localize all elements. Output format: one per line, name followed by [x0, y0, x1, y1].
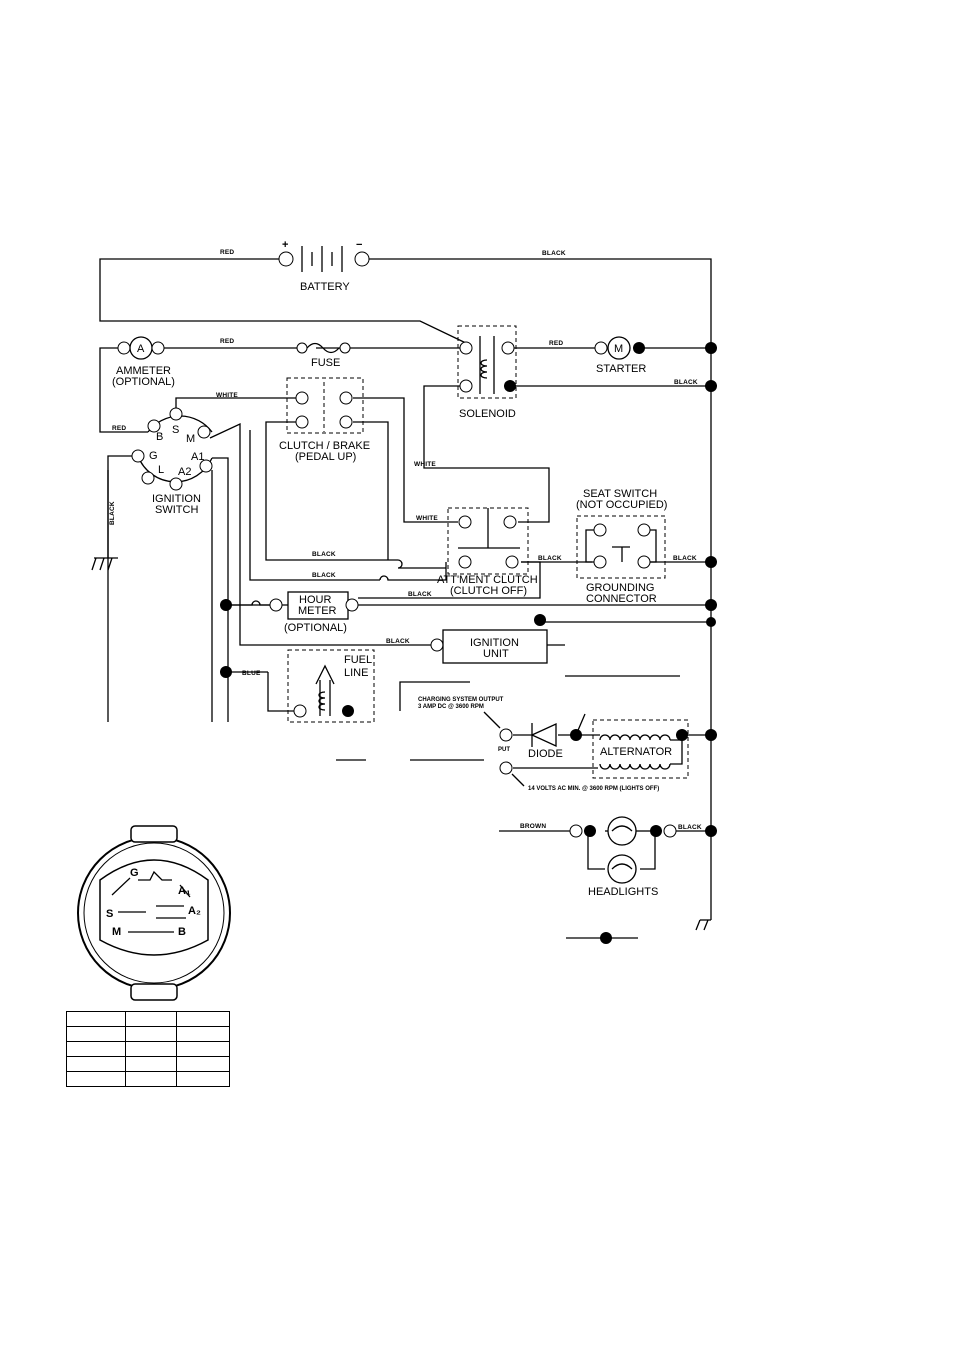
battery-label: BATTERY [300, 281, 350, 293]
put-label: PUT [498, 747, 510, 753]
battery: + − BATTERY [278, 239, 370, 293]
hour-meter-optional: (OPTIONAL) [284, 622, 347, 634]
ammeter: A AMMETER (OPTIONAL) [112, 336, 175, 388]
wire-label-brown: BROWN [520, 823, 546, 830]
clutch-brake-label: CLUTCH / BRAKE [279, 440, 370, 452]
ignition-switch-label-1: IGNITION [152, 493, 201, 505]
connector-label: CONNECTOR [586, 593, 657, 605]
legend-junction-dot [600, 932, 612, 944]
wire-label-black: BLACK [408, 591, 432, 598]
wire-label-black: BLACK [312, 551, 336, 558]
starter-label: STARTER [596, 363, 646, 375]
ammeter-optional: (OPTIONAL) [112, 376, 175, 388]
wire-label-black: BLACK [312, 572, 336, 579]
plug-terminal-b: B [178, 926, 186, 938]
plug-terminal-m: M [112, 926, 121, 938]
ammeter-label: AMMETER [116, 365, 171, 377]
battery-positive: + [282, 239, 288, 251]
wire-label-black: BLACK [678, 824, 702, 831]
ammeter-symbol: A [137, 343, 145, 355]
terminal-l: L [158, 464, 164, 476]
ignition-unit-label-1: IGNITION [470, 637, 519, 649]
clutch-brake-switch: CLUTCH / BRAKE (PEDAL UP) [279, 377, 370, 463]
wire-label-white: WHITE [416, 515, 438, 522]
junction-dots [600, 342, 717, 944]
fuse: FUSE [296, 342, 351, 369]
wire-label-red: RED [220, 249, 234, 256]
plug-terminal-a2: A₂ [188, 905, 201, 917]
attment-clutch-label: ATT'MENT CLUTCH [437, 574, 538, 586]
wire-label-white: WHITE [216, 392, 238, 399]
attment-clutch-off: (CLUTCH OFF) [450, 585, 527, 597]
line-label: LINE [344, 667, 368, 679]
alternator-label: ALTERNATOR [600, 746, 672, 758]
plug-terminal-s: S [106, 908, 113, 920]
headlights: HEADLIGHTS [569, 816, 677, 898]
ignition-switch-label-2: SWITCH [155, 504, 198, 516]
wire-label-black: BLACK [538, 555, 562, 562]
fuel-label: FUEL [344, 654, 372, 666]
solenoid: SOLENOID [457, 325, 517, 420]
table-row [66, 1056, 230, 1072]
charging-note-2: 3 AMP DC @ 3600 RPM [418, 704, 484, 710]
wire-label-red: RED [220, 338, 234, 345]
table-row [66, 1071, 230, 1087]
wire-label-black: BLACK [674, 379, 698, 386]
wire-label-black: BLACK [386, 638, 410, 645]
wire-label-red: RED [549, 340, 563, 347]
diode-label: DIODE [528, 748, 563, 760]
seat-switch: SEAT SWITCH (NOT OCCUPIED) GROUNDING CON… [576, 488, 667, 605]
wire-label-black: BLACK [673, 555, 697, 562]
ignition-unit-label-2: UNIT [483, 648, 509, 660]
terminal-s: S [172, 424, 179, 436]
wire-label-red: RED [112, 425, 126, 432]
terminal-m: M [186, 433, 195, 445]
terminal-a1: A1 [191, 451, 204, 463]
ac-volts-note: 14 VOLTS AC MIN. @ 3600 RPM (LIGHTS OFF) [528, 786, 659, 792]
starter: M STARTER [594, 336, 646, 375]
plug-terminal-a1: A₁ [178, 885, 191, 897]
seat-switch-not-occupied: (NOT OCCUPIED) [576, 499, 667, 511]
table-row [66, 1011, 230, 1027]
solenoid-label: SOLENOID [459, 408, 516, 420]
headlights-label: HEADLIGHTS [588, 886, 658, 898]
clutch-brake-pedal: (PEDAL UP) [295, 451, 356, 463]
seat-switch-label: SEAT SWITCH [583, 488, 657, 500]
ignition-switch: B S M G L A1 A2 IGNITION SWITCH [131, 407, 213, 516]
terminal-g: G [149, 450, 158, 462]
grounding-label: GROUNDING [586, 582, 654, 594]
hour-meter-meter: METER [298, 605, 337, 617]
terminal-a2: A2 [178, 466, 191, 478]
fuel-line-solenoid: FUEL LINE [220, 649, 375, 723]
battery-negative: − [356, 239, 362, 251]
table-row [66, 1041, 230, 1057]
wires [91, 258, 712, 939]
charging-system: CHARGING SYSTEM OUTPUT 3 AMP DC @ 3600 R… [418, 697, 689, 792]
hour-meter-hour: HOUR [299, 594, 331, 606]
wire-label-black: BLACK [542, 250, 566, 257]
plug-terminal-g: G [130, 867, 139, 879]
ignition-plug-face: G A₁ S A₂ M B [77, 825, 231, 1001]
charging-note-1: CHARGING SYSTEM OUTPUT [418, 697, 504, 703]
wire-label-black: BLACK [109, 501, 116, 525]
hour-meter: HOUR METER (OPTIONAL) [220, 591, 359, 634]
attachment-clutch-switch: ATT'MENT CLUTCH (CLUTCH OFF) [437, 507, 538, 597]
table-row [66, 1026, 230, 1042]
switch-position-table [66, 1011, 230, 1087]
wire-label-white: WHITE [414, 461, 436, 468]
ignition-unit: IGNITION UNIT [430, 614, 548, 664]
starter-symbol: M [614, 343, 623, 355]
fuse-label: FUSE [311, 357, 340, 369]
wire-label-blue: BLUE [242, 670, 261, 677]
terminal-b: B [156, 431, 163, 443]
